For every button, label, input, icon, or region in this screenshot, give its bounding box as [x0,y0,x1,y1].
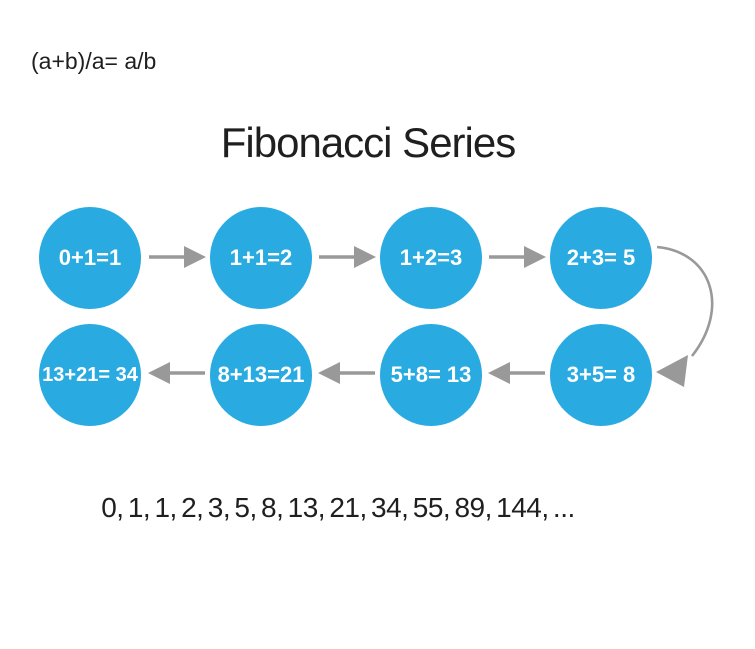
arrow-right-icon [149,246,206,268]
fib-step-label: 3+5= 8 [566,362,636,387]
fib-step-circle-8: 13+21= 34 [39,324,141,426]
fib-step-label: 5+8= 13 [390,362,472,387]
arrow-left-icon [488,362,545,384]
arrow-left-icon [148,362,205,384]
golden-ratio-formula: (a+b)/a= a/b [31,48,157,74]
fib-step-circle-1: 0+1=1 [39,207,141,309]
fib-step-circle-5: 3+5= 8 [550,324,652,426]
fib-step-circle-3: 1+2=3 [380,207,482,309]
arrow-right-icon [319,246,376,268]
fib-step-label: 0+1=1 [58,245,122,270]
fib-step-label: 8+13=21 [217,362,305,387]
fib-step-circle-7: 8+13=21 [210,324,312,426]
fib-step-label: 1+2=3 [399,245,463,270]
fib-step-circle-6: 5+8= 13 [380,324,482,426]
fib-step-label: 13+21= 34 [42,363,138,386]
fib-step-circle-4: 2+3= 5 [550,207,652,309]
curved-arrow-icon [656,245,714,387]
arrow-right-icon [489,246,546,268]
fib-step-label: 2+3= 5 [566,245,636,270]
fib-step-label: 1+1=2 [229,245,293,270]
arrow-left-icon [318,362,375,384]
page-title: Fibonacci Series [220,119,516,166]
fib-step-circle-2: 1+1=2 [210,207,312,309]
fibonacci-sequence-text: 0, 1, 1, 2, 3, 5, 8, 13, 21, 34, 55, 89,… [101,492,575,523]
